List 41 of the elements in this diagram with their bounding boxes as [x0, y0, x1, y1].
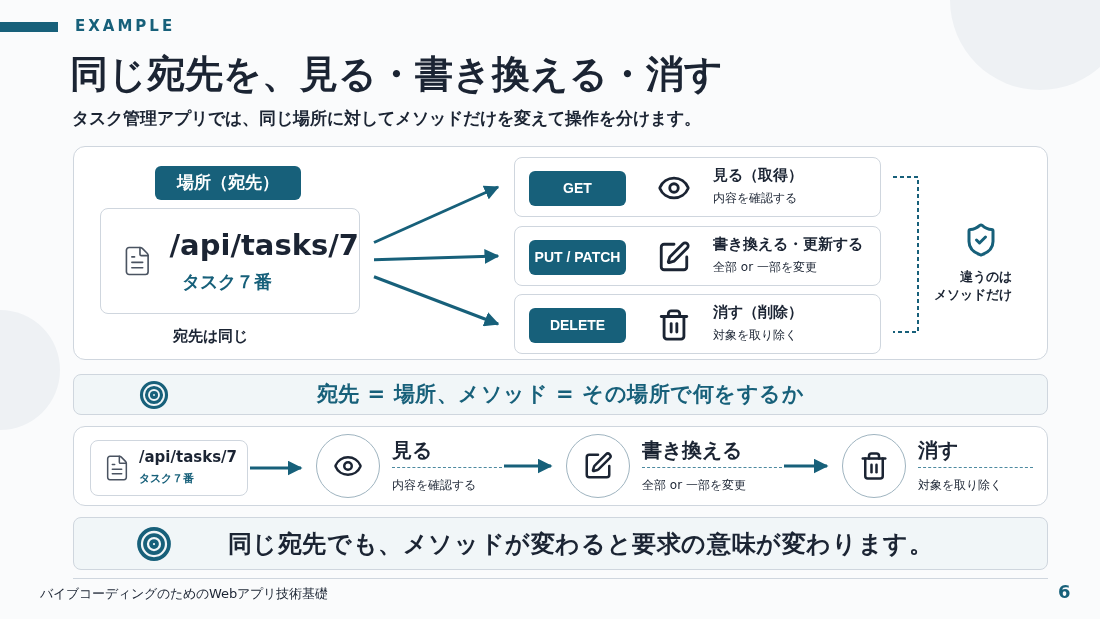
method-card — [514, 157, 881, 217]
step-title: 消す — [918, 438, 1033, 468]
action-description: 対象を取り除く — [713, 326, 798, 344]
method-badge: DELETE — [529, 308, 626, 343]
step-description: 全部 or 一部を変更 — [642, 477, 747, 494]
step-title: 見る — [392, 438, 502, 468]
method-badge: PUT / PATCH — [529, 240, 626, 275]
section-label: EXAMPLE — [75, 16, 176, 37]
summary-text: 宛先 = 場所、メソッド = その場所で何をするか — [316, 380, 805, 408]
label-tag: 場所（宛先） — [155, 166, 301, 200]
action-title: 消す（削除） — [713, 303, 803, 322]
endpoint-card — [90, 440, 248, 496]
note-text: 違うのはメソッドだけ — [934, 268, 1012, 304]
endpoint-path: /api/tasks/7 — [139, 448, 237, 468]
method-card — [514, 294, 881, 354]
endpoint-caption: タスク７番 — [139, 471, 195, 488]
arrow — [504, 458, 553, 474]
arrow — [373, 185, 500, 244]
action-description: 内容を確認する — [713, 189, 798, 207]
page-number: 6 — [1058, 580, 1071, 604]
action-description: 全部 or 一部を変更 — [713, 258, 818, 276]
arrow — [373, 275, 500, 327]
summary-banner — [73, 517, 1048, 570]
action-title: 見る（取得） — [713, 166, 803, 185]
footer-text: バイブコーディングのためのWebアプリ技術基礎 — [40, 585, 329, 603]
note-text: 宛先は同じ — [173, 326, 248, 347]
summary-banner — [73, 374, 1048, 415]
endpoint-caption: タスク７番 — [180, 269, 273, 294]
endpoint-path: /api/tasks/7 — [169, 227, 359, 264]
step-description: 対象を取り除く — [918, 477, 1003, 494]
method-badge: GET — [529, 171, 626, 206]
subtitle: タスク管理アプリでは、同じ場所に対してメソッドだけを変えて操作を分けます。 — [72, 107, 701, 130]
arrow — [784, 458, 829, 474]
action-title: 書き換える・更新する — [713, 235, 863, 254]
step-title: 書き換える — [642, 438, 782, 468]
arrow — [373, 248, 500, 264]
arrow — [250, 460, 303, 476]
summary-text: 同じ宛先でも、メソッドが変わると要求の意味が変わります。 — [226, 528, 934, 560]
step-description: 内容を確認する — [392, 477, 477, 494]
title: 同じ宛先を、見る・書き換える・消す — [70, 51, 723, 98]
method-card — [514, 226, 881, 286]
